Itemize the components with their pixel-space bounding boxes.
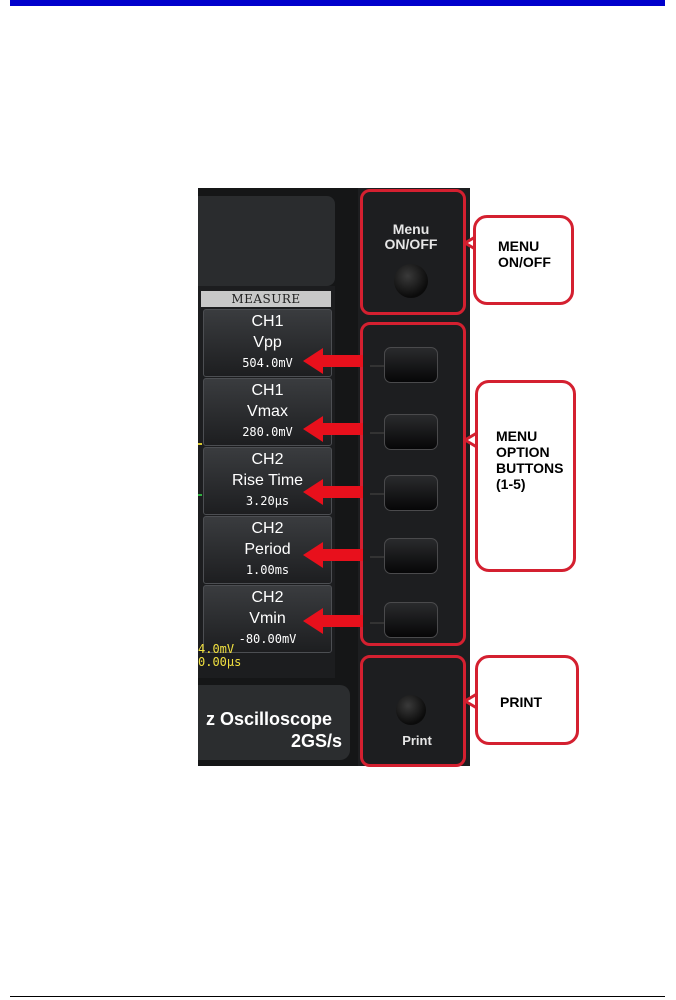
- option-slit: [370, 556, 384, 558]
- option-button-1[interactable]: [384, 347, 438, 383]
- callout-line: OPTION: [496, 444, 550, 460]
- sample-rate-text: 2GS/s: [290, 731, 342, 751]
- menu-item-value: 280.0mV: [242, 425, 293, 439]
- header-rule: [10, 0, 665, 6]
- arrow-icon: [303, 479, 363, 505]
- option-slit: [370, 493, 384, 495]
- callout-line: MENU: [498, 238, 540, 254]
- menu-item-name: Period: [244, 541, 291, 558]
- print-button-highlight: [360, 655, 466, 767]
- callout-menu-on-off: MENU ON/OFF: [473, 215, 574, 305]
- menu-item-value: 504.0mV: [242, 356, 293, 370]
- option-button-3[interactable]: [384, 475, 438, 511]
- callout-print: PRINT: [475, 655, 579, 745]
- readout-time: 0.00µs: [198, 655, 242, 669]
- menu-item-value: -80.00mV: [238, 632, 297, 646]
- option-slit: [370, 432, 384, 434]
- menu-item-channel: CH2: [251, 451, 284, 468]
- menu-item-value: 1.00ms: [245, 563, 290, 577]
- callout-line: ON/OFF: [498, 254, 551, 270]
- menu-item-1: CH1 Vpp 504.0mV: [203, 309, 332, 377]
- model-text: z Oscilloscope: [205, 709, 332, 729]
- bezel-top: [198, 196, 335, 286]
- bezel-bottom: [198, 685, 350, 760]
- menu-item-2: CH1 Vmax 280.0mV: [203, 378, 332, 446]
- menu-item-4: CH2 Period 1.00ms: [203, 516, 332, 584]
- option-button-2[interactable]: [384, 414, 438, 450]
- menu-on-off-button[interactable]: [394, 264, 428, 298]
- arrow-icon: [303, 542, 363, 568]
- print-button[interactable]: [396, 695, 426, 725]
- callout-line: (1-5): [496, 476, 526, 492]
- menu-item-channel: CH1: [251, 313, 284, 330]
- arrow-icon: [303, 348, 363, 374]
- ch1-marker: [198, 443, 202, 445]
- menu-button-highlight: [360, 189, 466, 315]
- menu-item-name: Rise Time: [231, 472, 304, 489]
- menu-item-name: Vpp: [253, 334, 282, 351]
- menu-item-value: 3.20µs: [245, 494, 290, 508]
- option-slit: [370, 365, 384, 367]
- menu-item-3: CH2 Rise Time 3.20µs: [203, 447, 332, 515]
- print-label: Print: [402, 733, 432, 748]
- callout-line: MENU: [496, 428, 538, 444]
- callout-line: BUTTONS: [496, 460, 564, 476]
- ch2-marker: [198, 494, 202, 496]
- option-button-4[interactable]: [384, 538, 438, 574]
- menu-item-channel: CH2: [251, 520, 284, 537]
- menu-item-name: Vmin: [249, 610, 286, 627]
- menu-item-name: Vmax: [247, 403, 288, 420]
- measure-header: MEASURE: [201, 291, 331, 307]
- footer-rule: [10, 996, 665, 997]
- option-button-5[interactable]: [384, 602, 438, 638]
- arrow-icon: [303, 416, 363, 442]
- callout-menu-option-buttons: MENU OPTION BUTTONS (1-5): [475, 380, 576, 572]
- readout-voltage: 4.0mV: [198, 642, 235, 656]
- menu-item-channel: CH1: [251, 382, 284, 399]
- screen-readout: 4.0mV 0.00µs: [198, 643, 241, 669]
- callout-line: PRINT: [500, 694, 542, 710]
- arrow-icon: [303, 608, 363, 634]
- option-slit: [370, 622, 384, 624]
- option-buttons-highlight: [360, 322, 466, 646]
- menu-item-channel: CH2: [251, 589, 284, 606]
